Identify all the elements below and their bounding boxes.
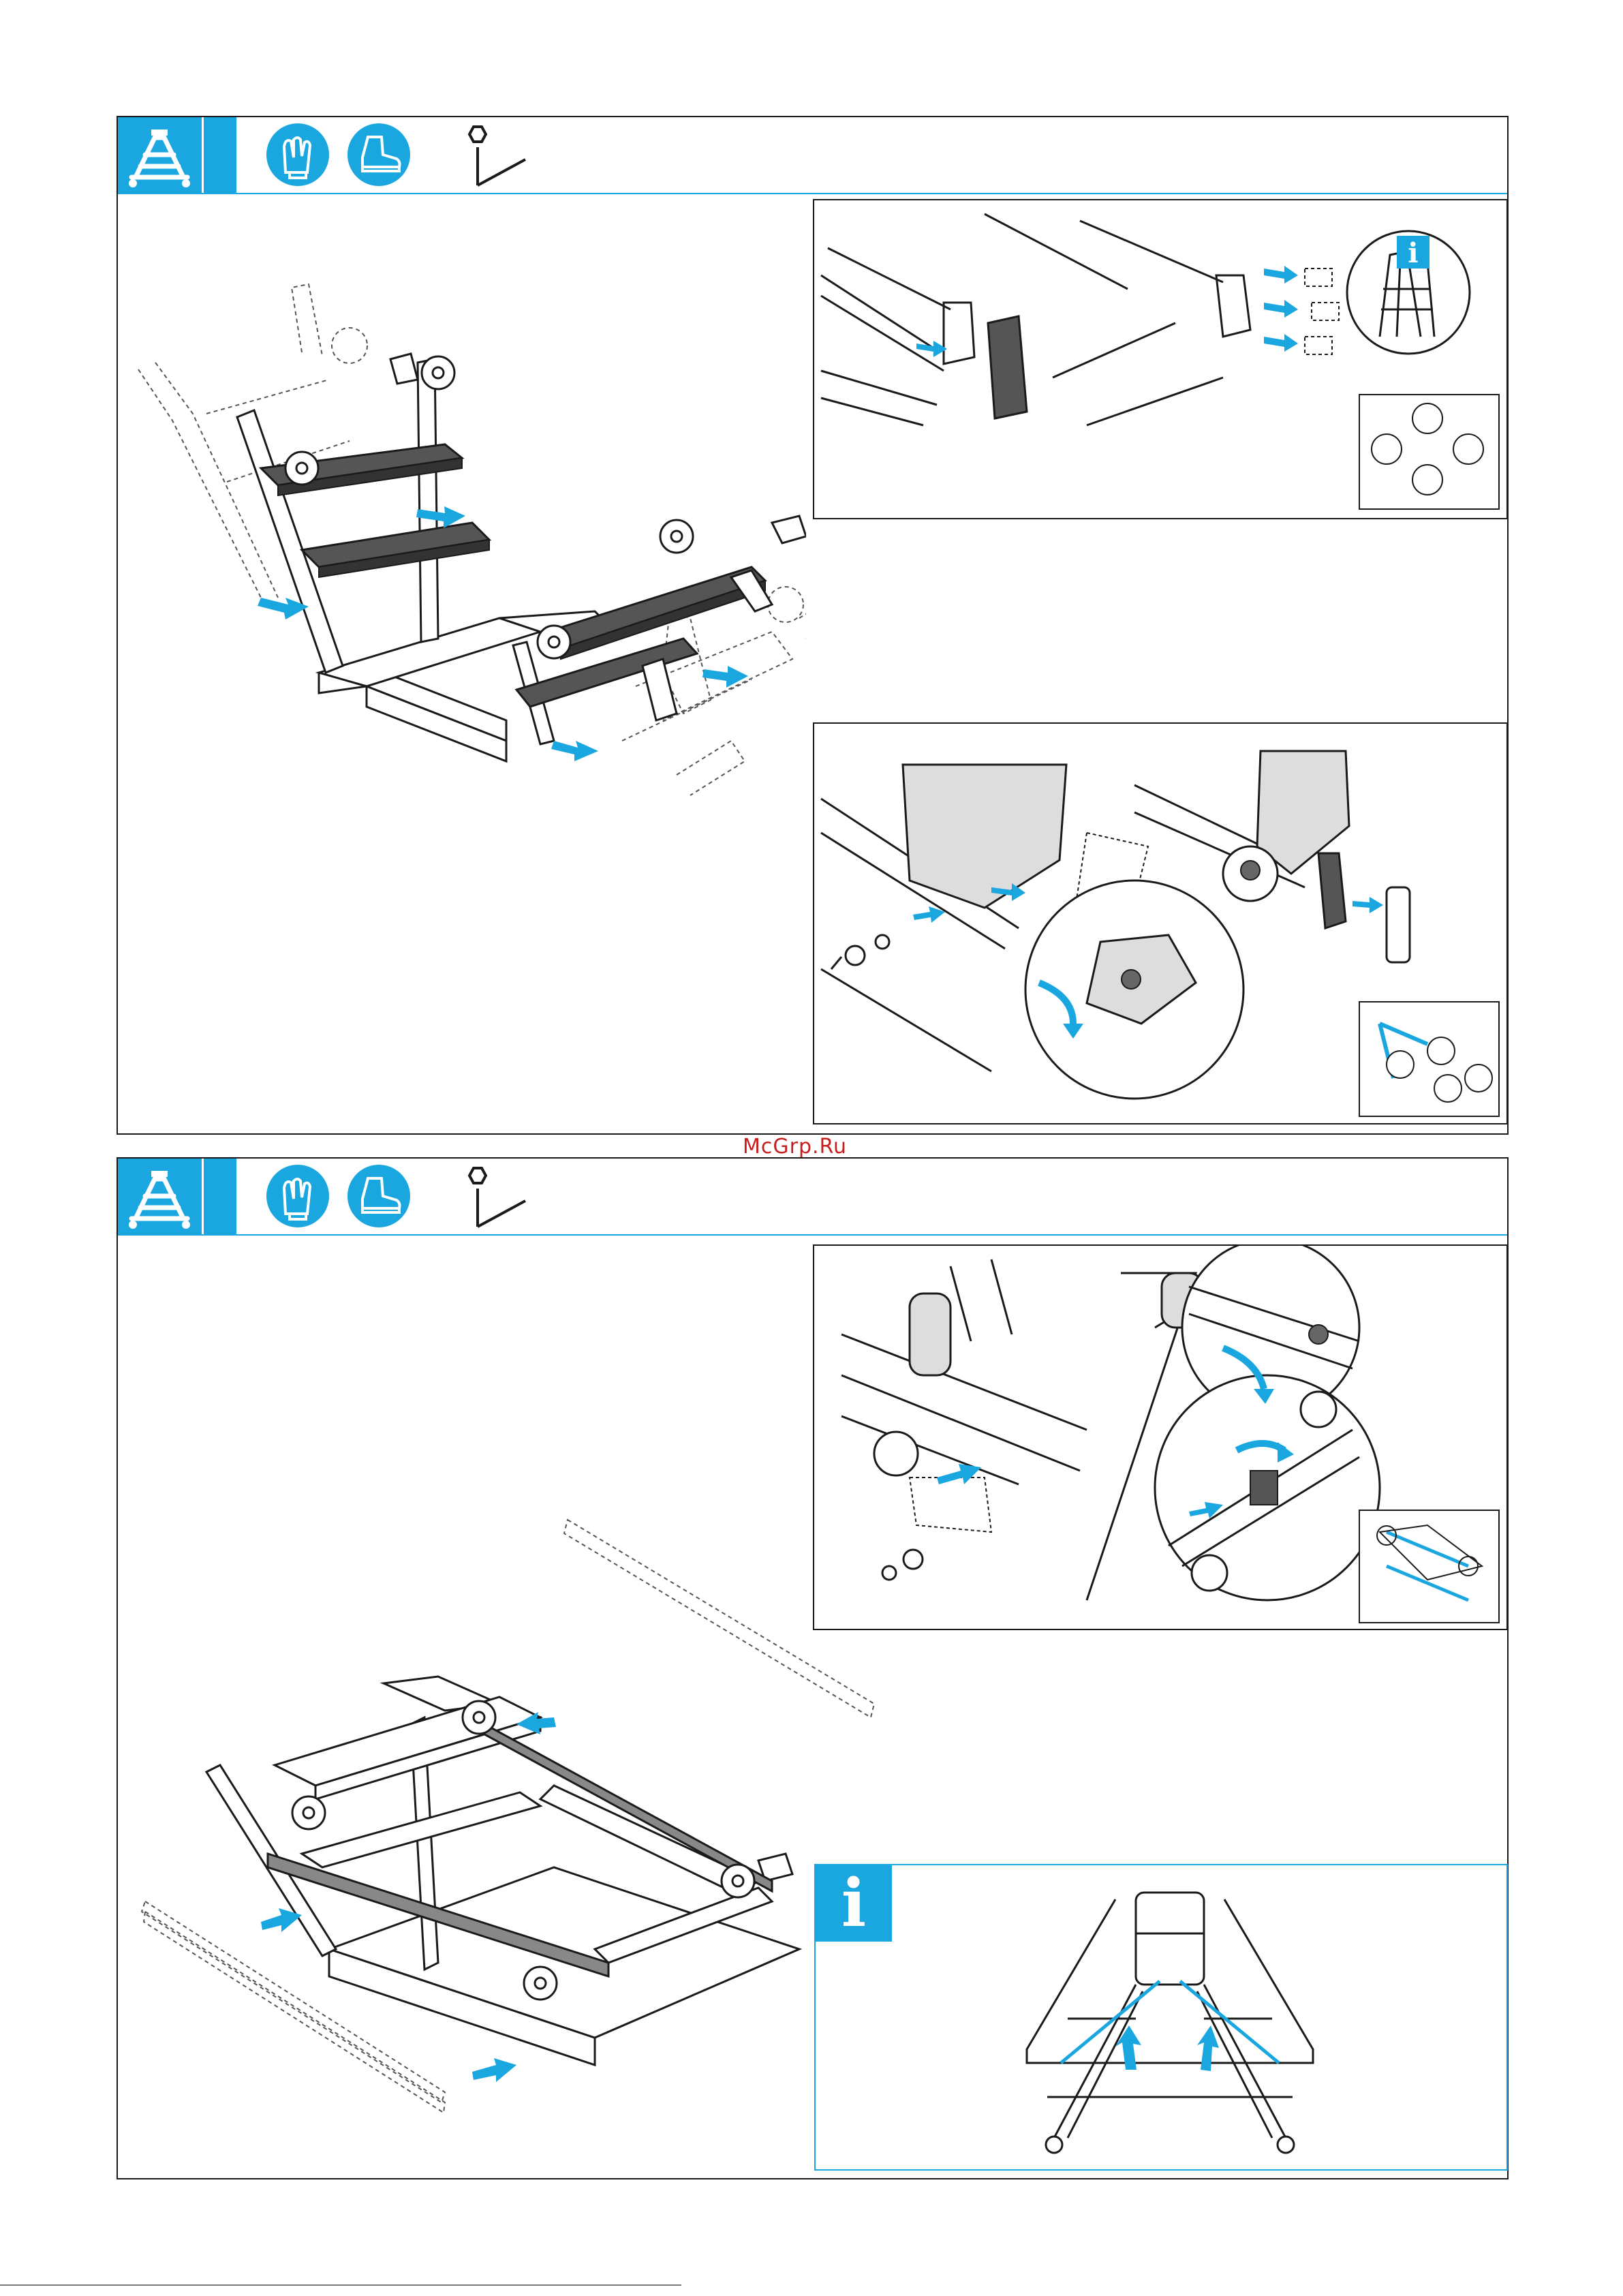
platform-front-view xyxy=(1013,1872,1327,2165)
watermark: McGrp.Ru xyxy=(743,1135,847,1159)
gloves-icon xyxy=(266,1165,329,1227)
info-icon: i xyxy=(816,1865,892,1942)
ladder-assembly-drawing-2 xyxy=(118,1472,895,2167)
screw-tighten-detail xyxy=(813,1244,1508,1630)
step-2-panel: i xyxy=(117,1157,1509,2179)
header-divider xyxy=(202,1159,236,1234)
safety-boot-icon xyxy=(347,1165,410,1227)
step-2-header xyxy=(118,1159,1507,1234)
strut-bolting-detail xyxy=(813,722,1508,1124)
hex-key-icon xyxy=(459,1161,527,1229)
header-divider xyxy=(202,117,236,193)
gloves-icon xyxy=(266,123,329,186)
ladder-assembly-drawing-1 xyxy=(118,196,806,877)
info-box: i xyxy=(814,1864,1508,2171)
platform-ladder-icon xyxy=(118,117,202,193)
header-rule xyxy=(118,193,1507,194)
platform-ladder-icon xyxy=(118,1159,202,1234)
header-rule xyxy=(118,1234,1507,1236)
hex-key-icon xyxy=(459,120,527,188)
end-cap-detail: i xyxy=(813,199,1508,519)
step-1-panel: i xyxy=(117,116,1509,1135)
footer-rule xyxy=(0,2284,681,2286)
step-1-header xyxy=(118,117,1507,193)
safety-boot-icon xyxy=(347,123,410,186)
info-badge: i xyxy=(1408,237,1418,269)
